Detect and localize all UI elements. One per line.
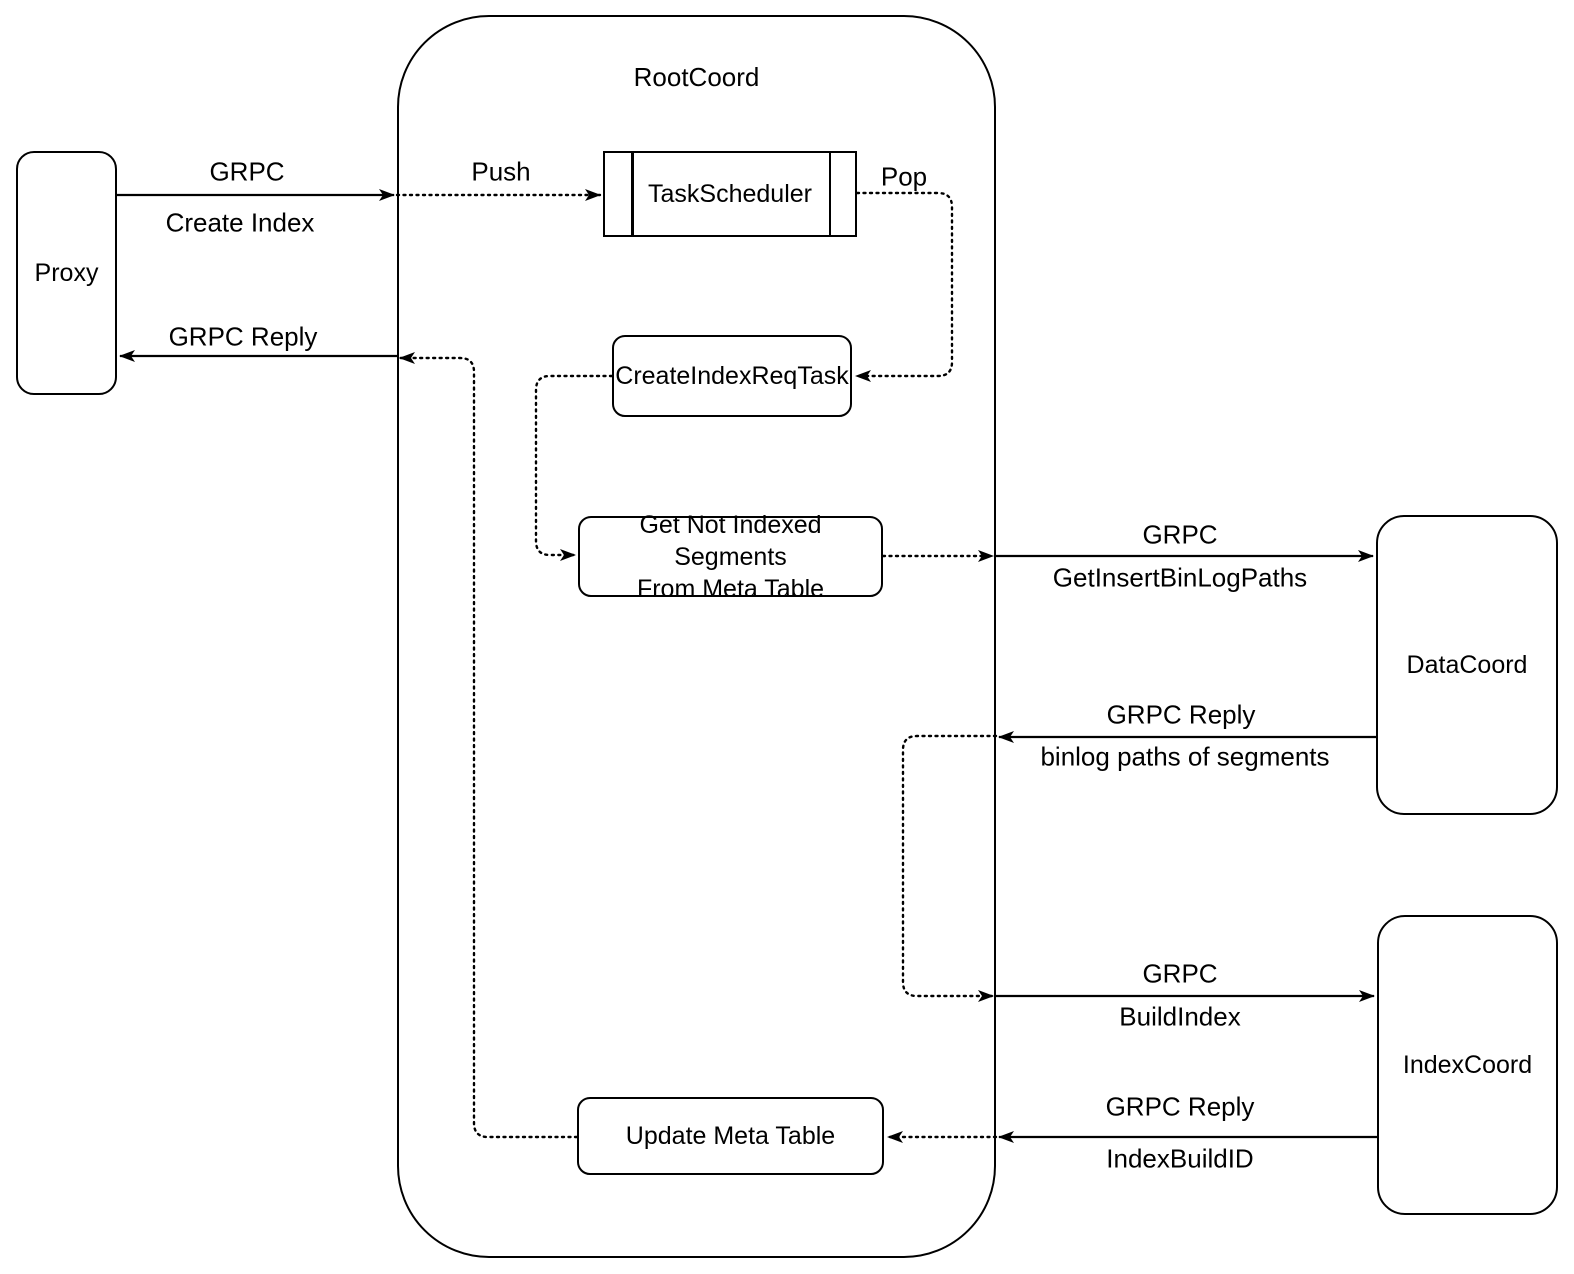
node-proxy-label: Proxy <box>34 259 99 287</box>
edge-task-to-get-segments-line <box>534 374 614 561</box>
task-scheduler-left-divider <box>631 153 634 235</box>
edge-update-meta-to-border-line <box>398 352 579 1139</box>
edge-grpc-reply-proxy-label: GRPC Reply <box>168 321 318 352</box>
edge-build-index-method-label: BuildIndex <box>1119 1001 1241 1032</box>
edge-binlog-to-build-index-loop-line <box>901 734 998 1002</box>
rootcoord-title: RootCoord <box>633 62 760 92</box>
node-index-coord: IndexCoord <box>1377 915 1558 1215</box>
rootcoord-container <box>397 15 996 1258</box>
edge-pop-line <box>854 191 954 382</box>
edge-index-build-id-reply-protocol-label: GRPC Reply <box>1105 1091 1255 1122</box>
node-task-scheduler-label: TaskScheduler <box>648 180 812 208</box>
edge-get-insert-binlog-paths-method-label: GetInsertBinLogPaths <box>1052 562 1308 593</box>
node-update-meta-table-label: Update Meta Table <box>625 1122 836 1150</box>
node-task-scheduler: TaskScheduler <box>603 151 857 237</box>
task-scheduler-right-divider <box>828 153 831 235</box>
edge-pop-label: Pop <box>880 161 928 192</box>
edge-create-index-protocol-label: GRPC <box>209 156 285 187</box>
edge-index-build-id-reply-method-label: IndexBuildID <box>1106 1143 1254 1174</box>
node-create-index-req-task: CreateIndexReqTask <box>612 335 852 417</box>
edge-build-index-protocol-label: GRPC <box>1142 958 1218 989</box>
node-index-coord-label: IndexCoord <box>1402 1051 1533 1079</box>
node-update-meta-table: Update Meta Table <box>577 1097 884 1175</box>
node-get-not-indexed-segments-label: Get Not Indexed Segments From Meta Table <box>636 510 825 603</box>
edge-get-insert-binlog-paths-protocol-label: GRPC <box>1142 519 1218 550</box>
node-get-not-indexed-segments: Get Not Indexed Segments From Meta Table <box>578 511 883 603</box>
node-create-index-req-task-label: CreateIndexReqTask <box>615 362 849 390</box>
node-data-coord-label: DataCoord <box>1406 651 1528 679</box>
edge-create-index-method-label: Create Index <box>165 207 315 238</box>
edge-binlog-reply-protocol-label: GRPC Reply <box>1106 699 1256 730</box>
edge-push-label: Push <box>471 156 531 187</box>
node-proxy: Proxy <box>16 151 117 395</box>
node-data-coord: DataCoord <box>1376 515 1558 815</box>
edge-binlog-reply-method-label: binlog paths of segments <box>1040 741 1330 772</box>
